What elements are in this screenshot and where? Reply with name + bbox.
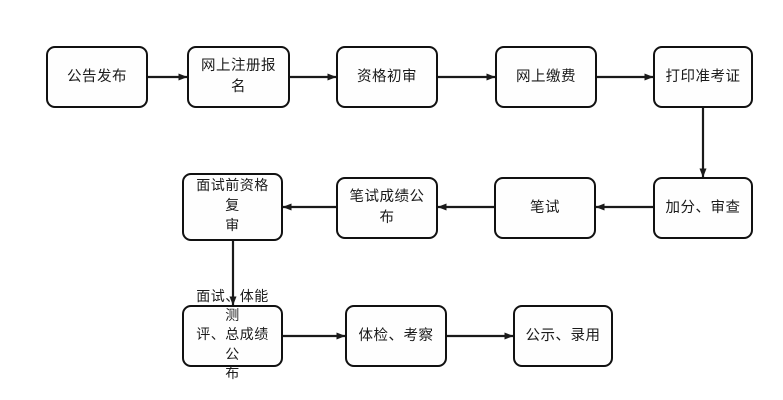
flow-node-n2: 网上注册报名 (187, 46, 290, 108)
flow-node-n5: 打印准考证 (653, 46, 753, 108)
flow-node-n11: 体检、考察 (345, 305, 447, 367)
flow-node-n8: 笔试成绩公布 (336, 177, 438, 239)
flow-node-label: 面试前资格复 审 (196, 178, 269, 234)
flow-node-label: 公示、录用 (525, 327, 601, 344)
flow-node-n4: 网上缴费 (495, 46, 597, 108)
flow-node-n3: 资格初审 (336, 46, 438, 108)
flow-node-label: 笔试成绩公布 (349, 189, 425, 226)
flow-node-n10: 面试、体能测 评、总成绩公 布 (182, 289, 283, 382)
flow-node-label: 打印准考证 (665, 68, 741, 85)
flow-node-n9: 面试前资格复 审 (182, 173, 283, 241)
flow-node-label: 资格初审 (357, 68, 417, 85)
flow-node-n1: 公告发布 (46, 46, 148, 108)
flow-node-label: 体检、考察 (358, 327, 434, 344)
flow-node-n6: 加分、审查 (653, 177, 753, 239)
flow-node-n12: 公示、录用 (513, 305, 613, 367)
flow-node-label: 网上缴费 (516, 68, 576, 85)
flow-node-label: 面试、体能测 评、总成绩公 布 (196, 288, 269, 382)
flow-node-n7: 笔试 (494, 177, 596, 239)
flow-node-label: 加分、审查 (665, 199, 741, 216)
flow-node-label: 笔试 (530, 199, 560, 216)
flow-node-label: 公告发布 (67, 68, 127, 85)
flow-node-label: 网上注册报名 (201, 58, 276, 95)
